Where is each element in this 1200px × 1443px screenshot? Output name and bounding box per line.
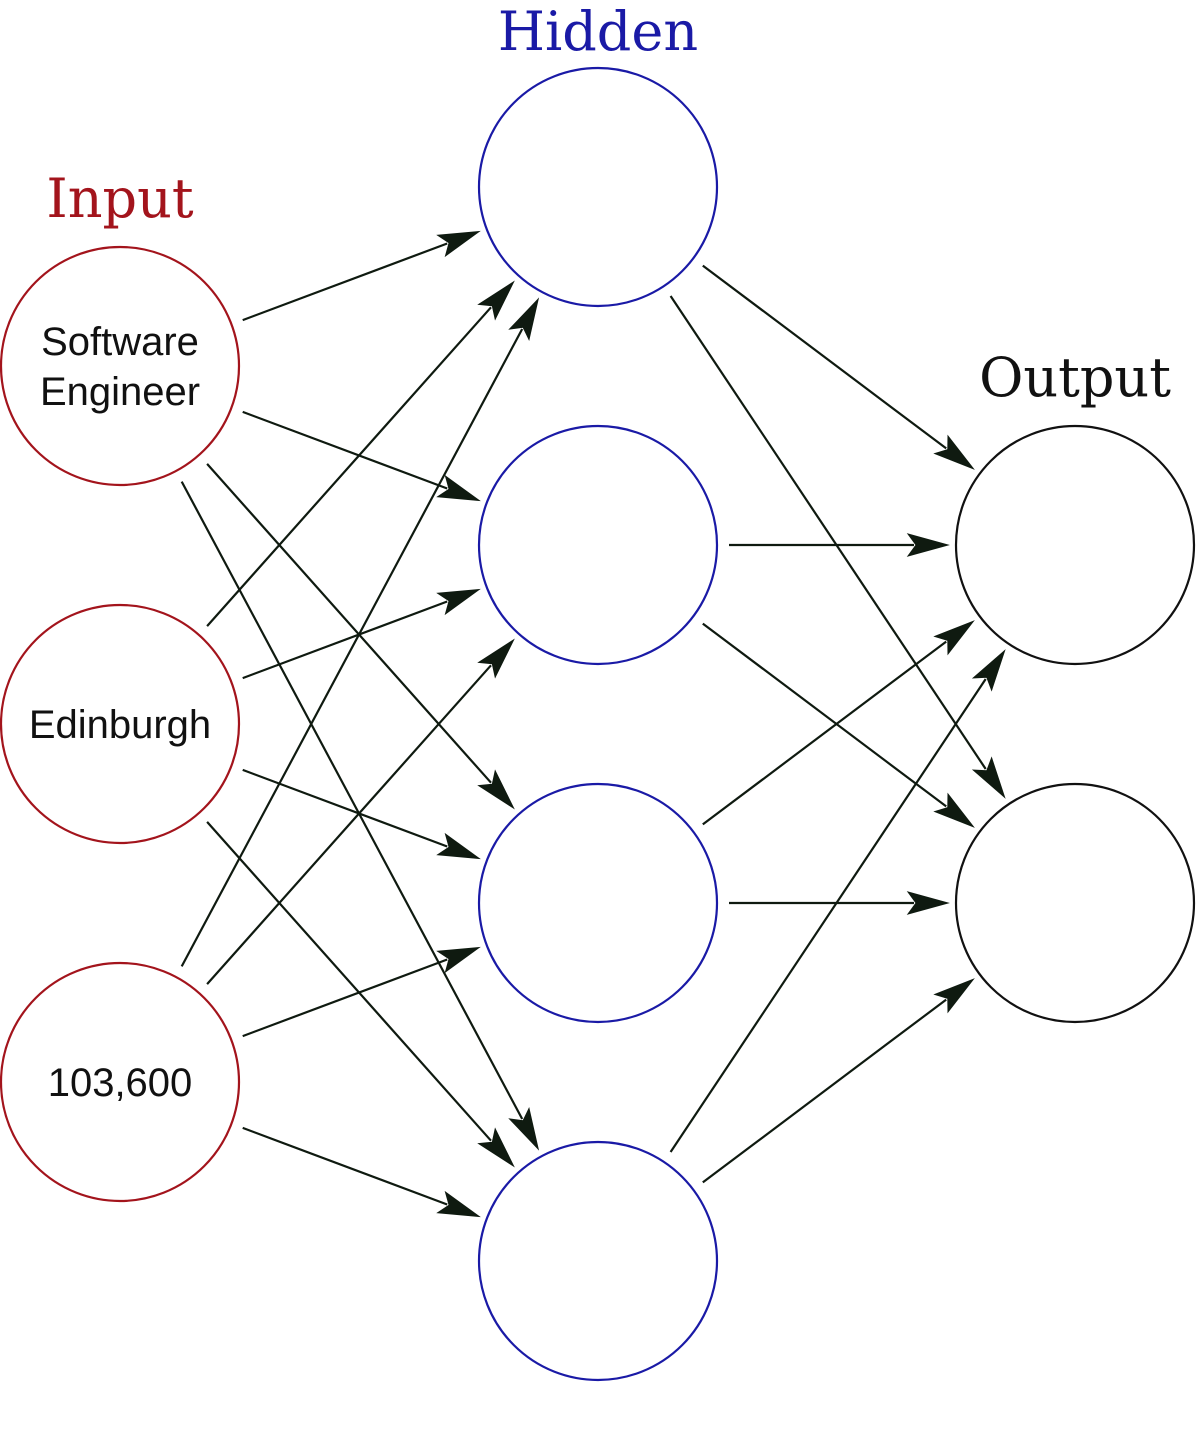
- edge-input2-hidden1-arrowhead: [477, 280, 515, 321]
- edge-input3-hidden1-line: [180, 328, 524, 967]
- edge-input1-hidden3-line: [206, 463, 492, 784]
- hidden-layer-title: Hidden: [498, 0, 698, 63]
- edge-input2-hidden2-line: [242, 600, 448, 680]
- edge-input2-hidden4-arrowhead: [477, 1127, 515, 1168]
- edge-input2-hidden1-line: [206, 306, 492, 627]
- edge-input3-hidden4-arrowhead: [436, 1190, 481, 1218]
- edge-input2-hidden2-arrowhead: [436, 588, 481, 616]
- edge-hidden1-output2-line: [669, 295, 987, 770]
- edge-input3-hidden1: [180, 297, 540, 967]
- edge-input1-hidden2-line: [242, 410, 448, 490]
- input-node-3-label-line-1: 103,600: [48, 1061, 193, 1105]
- edge-input3-hidden3-line: [242, 958, 448, 1038]
- edge-input2-hidden3-line: [242, 768, 448, 848]
- edge-hidden1-output1: [702, 264, 975, 470]
- edge-input2-hidden4: [206, 821, 515, 1168]
- edge-input3-hidden3: [242, 946, 481, 1038]
- edge-input3-hidden4-line: [242, 1126, 448, 1206]
- edge-input3-hidden4: [242, 1126, 481, 1218]
- edge-input1-hidden1-line: [242, 242, 448, 322]
- edge-hidden3-output1-arrowhead: [933, 620, 975, 656]
- edge-hidden4-output1-arrowhead: [971, 649, 1006, 692]
- edge-hidden2-output2-arrowhead: [933, 792, 975, 828]
- edge-hidden2-output1-arrowhead: [906, 533, 950, 557]
- input-node-1-label-line-1: Software: [41, 320, 199, 364]
- edge-hidden4-output1-line: [669, 678, 987, 1153]
- edge-input3-hidden2-line: [206, 664, 492, 985]
- edge-hidden2-output2: [702, 622, 975, 828]
- output-node-1: [954, 424, 1196, 666]
- edges-layer: [180, 230, 1006, 1218]
- edge-hidden4-output2-line: [702, 998, 947, 1184]
- input-node-2: [0, 603, 241, 845]
- edge-input2-hidden1: [206, 280, 515, 627]
- edge-input1-hidden2-arrowhead: [436, 474, 481, 502]
- edge-hidden4-output2: [702, 978, 975, 1184]
- edge-hidden4-output1: [669, 649, 1006, 1153]
- edge-input3-hidden3-arrowhead: [436, 946, 481, 974]
- edge-input2-hidden2: [242, 588, 481, 680]
- edge-input1-hidden1-arrowhead: [436, 230, 481, 258]
- edge-input1-hidden4-arrowhead: [508, 1106, 540, 1151]
- input-node-3: [0, 961, 241, 1203]
- edge-hidden1-output2: [669, 295, 1006, 799]
- edge-input1-hidden2: [242, 410, 481, 502]
- input-node-2-label-line-1: Edinburgh: [29, 703, 211, 747]
- edge-input1-hidden1: [242, 230, 481, 322]
- hidden-node-1: [477, 66, 719, 308]
- edge-input1-hidden3-arrowhead: [477, 769, 515, 810]
- edge-hidden3-output2: [729, 891, 950, 915]
- hidden-node-3: [477, 782, 719, 1024]
- edge-input3-hidden1-arrowhead: [508, 297, 540, 342]
- hidden-node-2: [477, 424, 719, 666]
- input-node-1-label-line-2: Engineer: [40, 370, 200, 414]
- edge-input1-hidden4: [180, 481, 540, 1151]
- output-node-2: [954, 782, 1196, 1024]
- edge-input1-hidden3: [206, 463, 515, 810]
- edge-input3-hidden2: [206, 638, 515, 985]
- edge-hidden1-output1-arrowhead: [933, 434, 975, 470]
- edge-hidden2-output1: [729, 533, 950, 557]
- output-layer-title: Output: [979, 346, 1171, 409]
- input-node-1: [0, 245, 241, 487]
- input-layer-title: Input: [46, 167, 193, 230]
- hidden-node-4: [477, 1140, 719, 1382]
- edge-hidden3-output2-arrowhead: [906, 891, 950, 915]
- edge-input2-hidden3: [242, 768, 481, 860]
- edge-hidden4-output2-arrowhead: [933, 978, 975, 1014]
- edge-input2-hidden3-arrowhead: [436, 832, 481, 860]
- edge-input1-hidden4-line: [180, 481, 524, 1120]
- edge-input2-hidden4-line: [206, 821, 492, 1142]
- edge-hidden3-output1-line: [702, 640, 947, 826]
- edge-hidden3-output1: [702, 620, 975, 826]
- edge-input3-hidden2-arrowhead: [477, 638, 515, 679]
- edge-hidden2-output2-line: [702, 622, 947, 808]
- edge-hidden1-output2-arrowhead: [971, 756, 1006, 799]
- edge-hidden1-output1-line: [702, 264, 947, 450]
